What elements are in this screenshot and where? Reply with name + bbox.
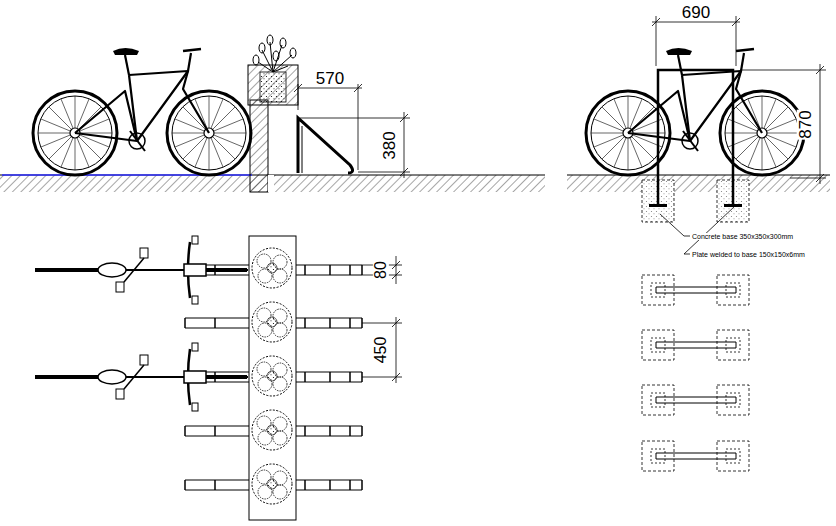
dimension-label: 80 bbox=[373, 260, 389, 280]
dimension-label: 380 bbox=[381, 130, 398, 160]
dimension-label: 570 bbox=[315, 70, 345, 87]
dimension-label: 690 bbox=[681, 4, 711, 21]
note-text: Plate welded to base 150x150x6mm bbox=[691, 251, 806, 258]
note-text: Concrete base 350x350x300mm bbox=[691, 233, 794, 240]
dimension-label: 450 bbox=[373, 336, 389, 365]
dimension-label: 870 bbox=[797, 109, 814, 139]
